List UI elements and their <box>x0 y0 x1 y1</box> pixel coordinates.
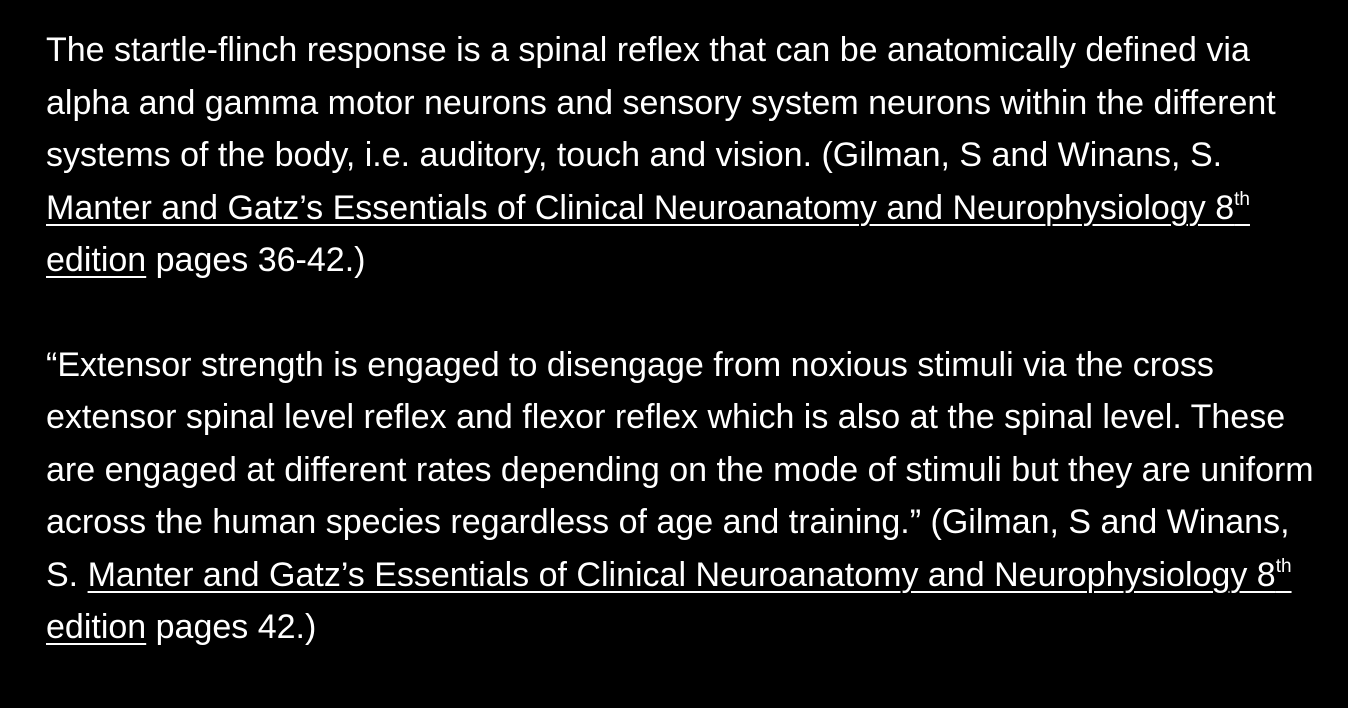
citation-link[interactable]: Manter and Gatz’s Essentials of Clinical… <box>46 189 1250 280</box>
document-body: The startle-flinch response is a spinal … <box>46 24 1316 654</box>
paragraph-text: The startle-flinch response is a spinal … <box>46 31 1276 174</box>
paragraph-startle-flinch: The startle-flinch response is a spinal … <box>46 24 1316 287</box>
paragraph-extensor-strength: “Extensor strength is engaged to disenga… <box>46 339 1316 654</box>
citation-pages: pages 36-42.) <box>146 241 366 279</box>
citation-link[interactable]: Manter and Gatz’s Essentials of Clinical… <box>46 556 1292 647</box>
citation-edition: edition <box>46 608 147 646</box>
citation-title: Manter and Gatz’s Essentials of Clinical… <box>46 188 1235 227</box>
paragraph-text: “Extensor strength is engaged to disenga… <box>46 345 1314 594</box>
citation-pages: pages 42.) <box>146 608 317 646</box>
citation-title: Manter and Gatz’s Essentials of Clinical… <box>87 555 1276 594</box>
citation-edition: edition <box>46 241 147 279</box>
citation-superscript: th <box>1275 555 1292 577</box>
citation-superscript: th <box>1234 188 1250 210</box>
